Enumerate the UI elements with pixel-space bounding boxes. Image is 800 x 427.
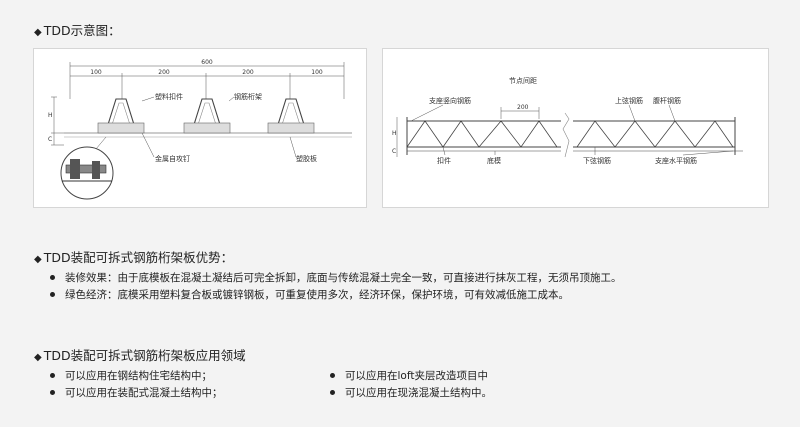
cross-section-svg: 600 100 200 200 100 H C	[48, 59, 352, 200]
dim-200: 200	[517, 104, 529, 111]
label-screw: 金属自攻钉	[155, 154, 190, 163]
truss-1	[97, 98, 145, 134]
dim-total: 600	[201, 59, 213, 66]
list-item-text: 可以应用在装配式混凝土结构中；	[65, 387, 223, 399]
truss-elevation-left	[406, 117, 561, 155]
list-item-text: 绿色经济：底模采用塑料复合板或镀锌钢板，可重复使用多次，经济环保，保护环境，可有…	[65, 289, 569, 301]
label-bottom-form: 底模	[487, 156, 501, 165]
side-h-label: H	[48, 112, 53, 119]
bullet-dot-icon	[330, 389, 335, 395]
label-truss: 钢筋桁架	[234, 92, 262, 101]
list-item: 可以应用在loft夹层改造项目中	[330, 368, 488, 383]
label-support-horizontal: 支座水平钢筋	[655, 156, 697, 165]
list-item: 装修效果：由于底模板在混凝土凝结后可完全拆卸，底面与传统混凝土完全一致，可直接进…	[50, 270, 622, 285]
label-bottom-chord: 下弦钢筋	[583, 156, 611, 165]
list-item-text: 装修效果：由于底模板在混凝土凝结后可完全拆卸，底面与传统混凝土完全一致，可直接进…	[65, 272, 622, 284]
bullet-dot-icon	[50, 389, 55, 395]
bullet-dot-icon	[50, 372, 55, 378]
label-support-vertical: 支座竖向钢筋	[429, 96, 471, 105]
label-clip: 扣件	[437, 156, 451, 165]
section-title-text: TDD示意图：	[43, 23, 121, 38]
diagram-elevation: 节点间距 200 H C 支座竖向钢筋 上弦钢筋	[382, 48, 769, 208]
label-web: 腹杆钢筋	[653, 96, 681, 105]
diamond-bullet-icon: ◆	[34, 27, 42, 38]
detail-screw-icon	[65, 164, 107, 174]
truss-2	[183, 98, 231, 134]
section-title-advantages: ◆TDD装配可拆式钢筋桁架板优势：	[34, 247, 233, 266]
truss-3	[267, 98, 315, 134]
diamond-bullet-icon: ◆	[34, 352, 42, 363]
list-item: 可以应用在现浇混凝土结构中。	[330, 385, 492, 400]
dim-200-a: 200	[158, 69, 170, 76]
section-title-applications: ◆TDD装配可拆式钢筋桁架板应用领域	[34, 345, 246, 364]
side-c-label: C	[392, 148, 396, 155]
label-top-chord: 上弦钢筋	[615, 96, 643, 105]
bullet-dot-icon	[50, 291, 55, 297]
side-c-label: C	[48, 136, 52, 143]
side-h-label: H	[392, 130, 397, 137]
label-plastic-clip: 塑料扣件	[155, 92, 183, 101]
list-item: 可以应用在钢结构住宅结构中；	[50, 368, 212, 383]
dim-100-right: 100	[311, 69, 323, 76]
label-plastic-board: 塑胶板	[296, 154, 317, 163]
list-item-text: 可以应用在loft夹层改造项目中	[345, 370, 488, 382]
diamond-bullet-icon: ◆	[34, 254, 42, 265]
dim-200-b: 200	[242, 69, 254, 76]
list-item-text: 可以应用在钢结构住宅结构中；	[65, 370, 212, 382]
truss-elevation-right	[573, 117, 743, 155]
label-node-spacing: 节点间距	[509, 77, 537, 85]
bullet-dot-icon	[330, 372, 335, 378]
list-item: 绿色经济：底模采用塑料复合板或镀锌钢板，可重复使用多次，经济环保，保护环境，可有…	[50, 287, 569, 302]
diagram-cross-section: 600 100 200 200 100 H C	[33, 48, 367, 208]
section-title-text: TDD装配可拆式钢筋桁架板应用领域	[43, 348, 246, 363]
dim-100-left: 100	[90, 69, 102, 76]
elevation-svg: 节点间距 200 H C 支座竖向钢筋 上弦钢筋	[392, 77, 743, 165]
list-item-text: 可以应用在现浇混凝土结构中。	[345, 387, 492, 399]
section-title-text: TDD装配可拆式钢筋桁架板优势：	[43, 250, 234, 265]
section-title-diagram: ◆TDD示意图：	[34, 20, 121, 39]
list-item: 可以应用在装配式混凝土结构中；	[50, 385, 223, 400]
bullet-dot-icon	[50, 274, 55, 280]
